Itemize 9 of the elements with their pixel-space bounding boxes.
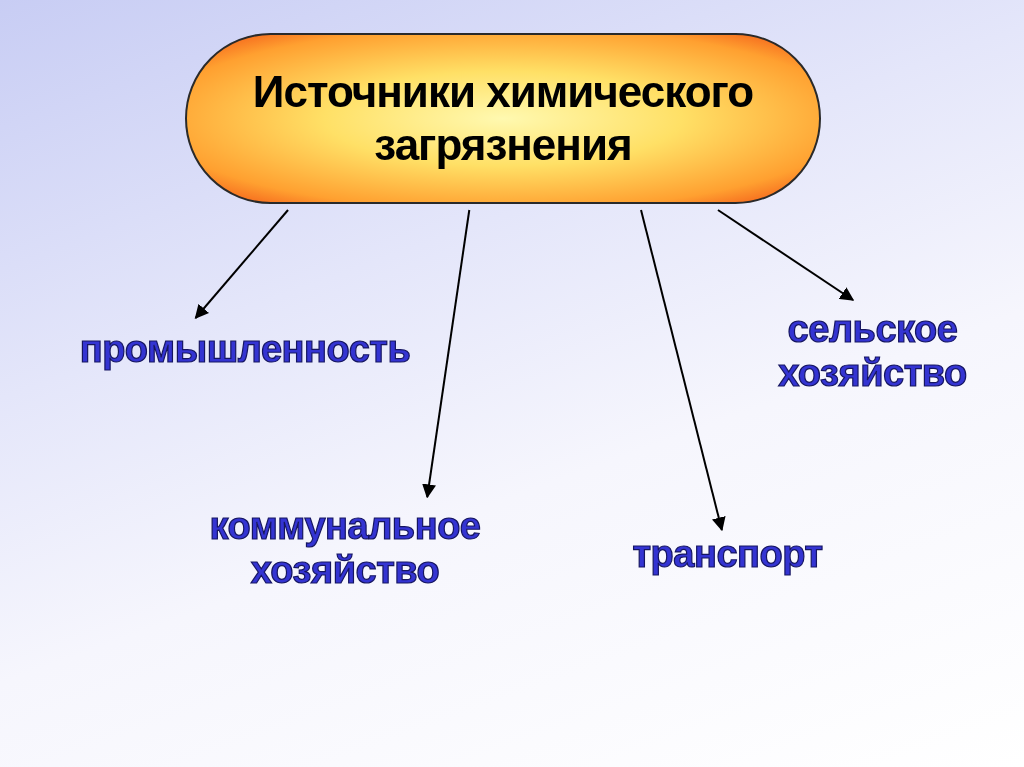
arrow — [422, 209, 471, 499]
arrow — [640, 209, 726, 532]
title-text: Источники химического загрязнения — [251, 65, 755, 171]
arrow — [194, 209, 290, 320]
category-label: промышленность — [79, 328, 411, 372]
category-label: транспорт — [632, 533, 823, 577]
category-label: коммунальное хозяйство — [208, 505, 482, 593]
arrow — [716, 209, 855, 301]
category-label: сельское хозяйство — [777, 308, 968, 396]
